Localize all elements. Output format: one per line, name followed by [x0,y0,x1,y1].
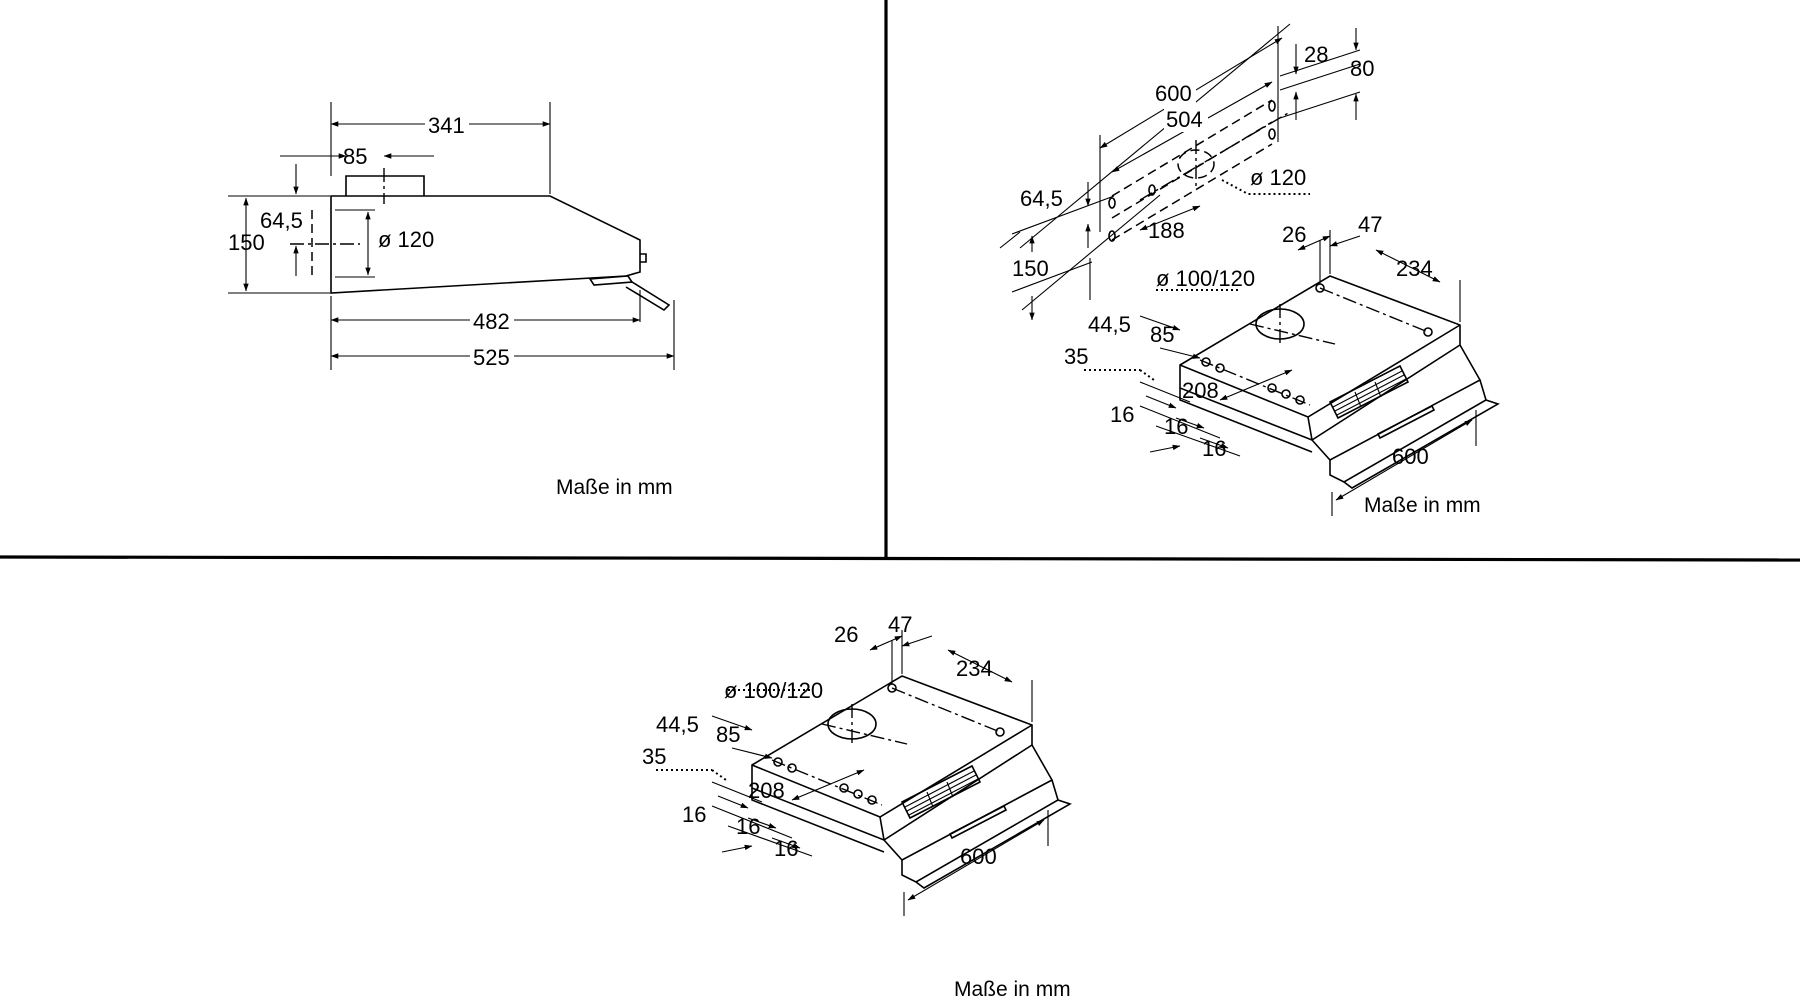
dim-208: 208 [1182,378,1219,403]
hood-body-bottom [751,675,1072,889]
dim-16a: 16 [1110,402,1134,427]
hood-dimension-lines-bottom [656,630,1049,916]
dim-600-hood: 600 [1392,444,1429,469]
wall-layout-drawing [999,23,1361,321]
dim-85-hood: 85 [1150,322,1174,347]
dim-16c-b: 16 [774,836,798,861]
dim-dia-100-120: ø 100/120 [1156,266,1255,291]
dim-341: 341 [428,113,465,138]
dim-35: 35 [1064,344,1088,369]
dim-150-wall: 150 [1012,256,1049,281]
dim-26-b: 26 [834,622,858,647]
dim-600-wall: 600 [1155,81,1192,106]
hood-dimension-lines [1084,230,1477,516]
wall-layout-labels: 600 504 28 80 64,5 ø 120 188 150 [1012,42,1374,281]
dim-28: 28 [1304,42,1328,67]
dim-16b-b: 16 [736,814,760,839]
dim-208-b: 208 [748,778,785,803]
panel-dividers [0,0,1800,562]
hood-labels: 26 47 234 ø 100/120 44,5 85 35 208 16 16… [1064,212,1433,469]
dim-44-5-b: 44,5 [656,712,699,737]
dim-26: 26 [1282,222,1306,247]
dim-64-5-wall: 64,5 [1020,186,1063,211]
dim-600-b: 600 [960,844,997,869]
dim-234-b: 234 [956,656,993,681]
dim-dia-100-120-b: ø 100/120 [724,678,823,703]
dim-16b: 16 [1164,414,1188,439]
dim-85: 85 [343,144,367,169]
dim-482: 482 [473,309,510,334]
dim-35-b: 35 [642,744,666,769]
units-caption-1: Maße in mm [556,476,673,499]
dim-dia-120: ø 120 [378,227,434,252]
dim-525: 525 [473,345,510,370]
dim-47: 47 [1358,212,1382,237]
dim-234: 234 [1396,256,1433,281]
hood-body [1179,275,1500,489]
dim-504: 504 [1166,107,1203,132]
dim-16a-b: 16 [682,802,706,827]
hood-labels-bottom: 26 47 234 ø 100/120 44,5 85 35 208 16 16… [642,612,997,869]
side-view-labels: 341 85 64,5 150 ø 120 482 525 Maße in mm [228,110,673,499]
side-view-drawing [228,102,675,370]
dim-85-b: 85 [716,722,740,747]
hood-isometric-top-right: 26 47 234 ø 100/120 44,5 85 35 208 16 16… [1064,212,1500,516]
dim-dia-120-wall: ø 120 [1250,165,1306,190]
dim-80: 80 [1350,56,1374,81]
dim-64-5: 64,5 [260,208,303,233]
units-caption-2: Maße in mm [1364,494,1481,517]
dim-188: 188 [1148,218,1185,243]
hood-isometric-bottom: 26 47 234 ø 100/120 44,5 85 35 208 16 16… [642,612,1072,916]
dim-150: 150 [228,230,265,255]
units-caption-3: Maße in mm [954,978,1071,1001]
dim-47-b: 47 [888,612,912,637]
dim-16c: 16 [1202,436,1226,461]
dim-44-5: 44,5 [1088,312,1131,337]
